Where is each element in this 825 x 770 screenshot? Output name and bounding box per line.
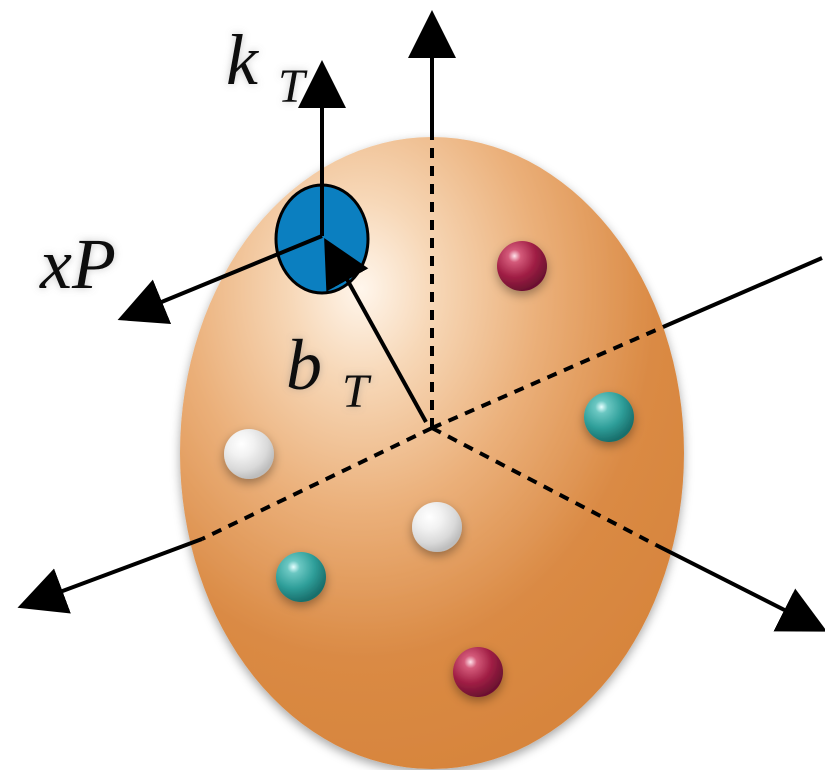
dashed-axis-left xyxy=(201,426,433,541)
kt-label: k T xyxy=(226,20,308,113)
white-sphere-left xyxy=(224,429,274,479)
solid-axis-right xyxy=(662,256,823,329)
spheres-group xyxy=(224,241,634,697)
bt-label: b T xyxy=(286,325,372,418)
dashed-axis-lines xyxy=(201,132,664,547)
bt-label-sub: T xyxy=(342,365,372,418)
solid-axis-lines xyxy=(17,10,825,632)
kt-label-sub: T xyxy=(278,60,308,113)
xp-label: xP xyxy=(39,224,116,304)
red-sphere-upper-right xyxy=(497,241,547,291)
xp-vector xyxy=(117,234,323,324)
proton-ellipse xyxy=(180,137,684,769)
red-sphere-bottom xyxy=(453,647,503,697)
bt-label-main: b xyxy=(286,325,322,405)
dashed-axis-lower-right xyxy=(431,426,657,547)
white-sphere-center xyxy=(412,502,462,552)
dashed-axis-right xyxy=(431,325,664,430)
solid-axis-left xyxy=(17,537,203,614)
parton-vectors xyxy=(117,60,428,423)
kt-label-main: k xyxy=(226,20,260,100)
teal-sphere-lower-left xyxy=(276,552,326,602)
solid-axis-lower-right xyxy=(655,543,825,632)
bt-vector xyxy=(324,238,428,423)
teal-sphere-right xyxy=(584,392,634,442)
